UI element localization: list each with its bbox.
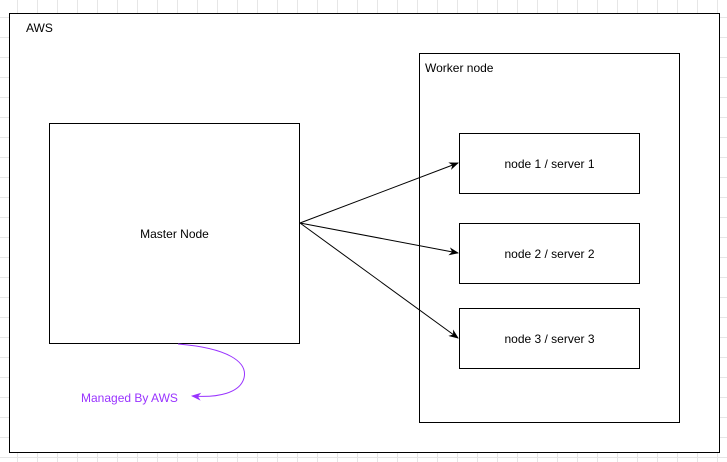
master-node-label: Master Node [140, 226, 209, 241]
master-node-box[interactable]: Master Node [49, 123, 300, 344]
node-3-label: node 3 / server 3 [504, 331, 595, 346]
node-1-label: node 1 / server 1 [504, 156, 595, 171]
worker-node-label: Worker node [425, 61, 494, 75]
node-3-box[interactable]: node 3 / server 3 [459, 308, 640, 369]
node-1-box[interactable]: node 1 / server 1 [459, 133, 640, 194]
managed-by-aws-label: Managed By AWS [81, 391, 178, 405]
aws-label: AWS [26, 21, 53, 35]
node-2-box[interactable]: node 2 / server 2 [459, 223, 640, 284]
node-2-label: node 2 / server 2 [504, 246, 595, 261]
